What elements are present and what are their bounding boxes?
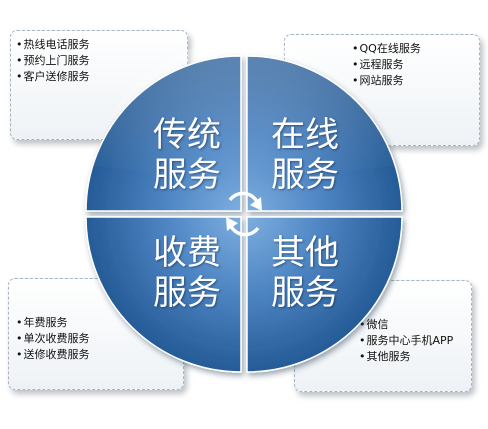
traditional-service-label: 传统 服务 xyxy=(127,115,247,195)
label-line: 服务 xyxy=(271,155,339,195)
charge-service-list: 年费服务 单次收费服务 送修收费服务 xyxy=(16,315,183,363)
list-item: 年费服务 xyxy=(16,315,183,331)
gloss-highlight xyxy=(92,40,396,178)
quadrant-other xyxy=(246,216,403,373)
list-item: 送修收费服务 xyxy=(16,347,183,363)
list-item: 客户送修服务 xyxy=(16,69,187,85)
list-item: 热线电话服务 xyxy=(16,37,187,53)
list-item: 其他服务 xyxy=(359,349,471,365)
list-item: 单次收费服务 xyxy=(16,331,183,347)
label-line: 服务 xyxy=(271,273,339,313)
traditional-service-list: 热线电话服务 预约上门服务 客户送修服务 xyxy=(16,37,187,85)
other-service-label: 其他 服务 xyxy=(245,233,365,313)
list-item: 预约上门服务 xyxy=(16,53,187,69)
charge-service-label: 收费 服务 xyxy=(127,233,247,313)
label-line: 其他 xyxy=(271,233,339,273)
label-line: 服务 xyxy=(153,273,221,313)
cycle-arrows-icon xyxy=(226,191,262,237)
label-line: 收费 xyxy=(153,233,221,273)
quadrant-charge xyxy=(85,216,242,373)
online-service-list: QQ在线服务 远程服务 网站服务 xyxy=(352,41,479,89)
label-line: 在线 xyxy=(271,115,339,155)
other-service-list: 微信 服务中心手机APP 其他服务 xyxy=(359,317,471,365)
list-item: 网站服务 xyxy=(352,73,479,89)
label-line: 传统 xyxy=(153,115,221,155)
list-item: 微信 xyxy=(359,317,471,333)
list-item: 服务中心手机APP xyxy=(359,333,471,349)
list-item: QQ在线服务 xyxy=(352,41,479,57)
list-item: 远程服务 xyxy=(352,57,479,73)
online-service-label: 在线 服务 xyxy=(245,115,365,195)
label-line: 服务 xyxy=(153,155,221,195)
